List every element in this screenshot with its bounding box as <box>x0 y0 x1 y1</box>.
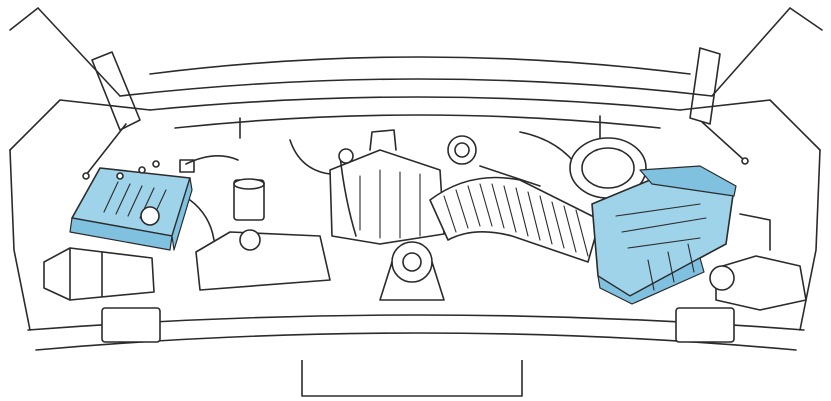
radiator-support <box>27 307 805 397</box>
air-filter-housing <box>591 165 737 305</box>
power-distribution-box <box>43 247 155 301</box>
intake-manifold <box>329 129 445 245</box>
brake-booster <box>569 137 647 199</box>
coolant-reservoir <box>195 178 331 291</box>
alternator <box>379 241 445 301</box>
firewall <box>149 96 681 139</box>
hood-strut-right <box>689 47 749 165</box>
intake-air-duct <box>429 176 601 263</box>
hood-strut-left <box>82 51 141 180</box>
washer-fluid-reservoir <box>709 213 807 311</box>
engine-tubes <box>289 131 581 237</box>
fenders <box>9 99 821 331</box>
oil-filler-cap <box>447 135 477 165</box>
battery-cables <box>140 155 239 241</box>
battery <box>69 159 195 251</box>
hood <box>9 7 823 97</box>
